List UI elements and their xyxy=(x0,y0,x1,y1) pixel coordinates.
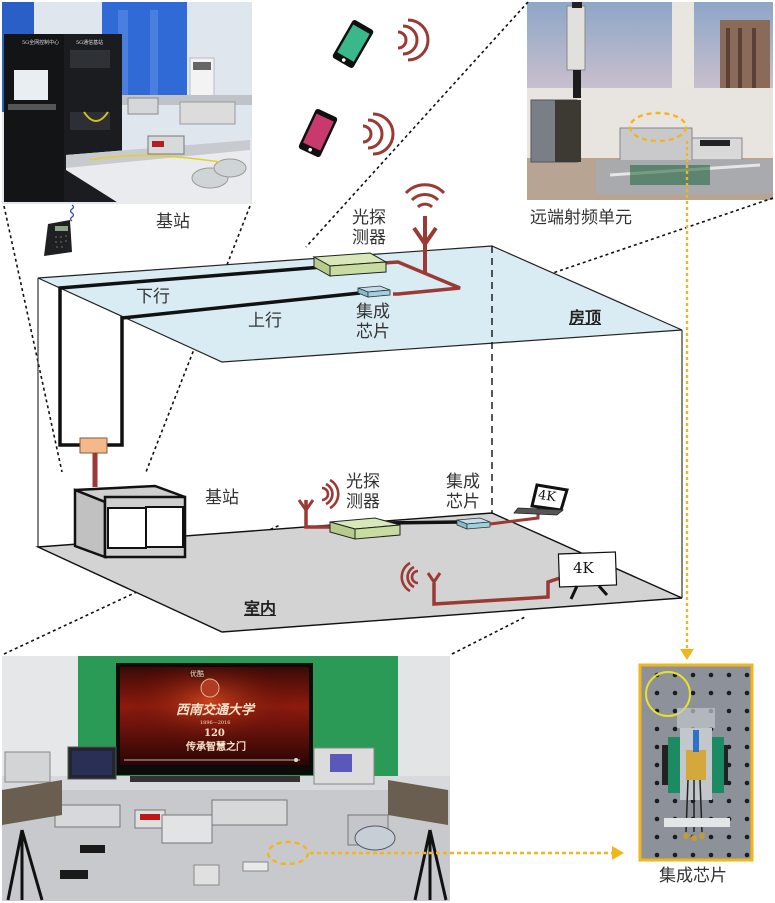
base-station-photo: 5G全网控制中心 5G通信基站 xyxy=(2,2,252,204)
rack-header-right: 5G通信基站 xyxy=(76,39,103,46)
uplink-fiber xyxy=(106,291,361,447)
yellow-link-arrows xyxy=(310,141,694,860)
base-station-photo-caption: 基站 xyxy=(156,212,190,232)
roof-chip-label: 集成 芯片 xyxy=(356,302,390,342)
indoor-rx-antenna xyxy=(297,478,340,529)
indoor-tx-antenna xyxy=(400,561,561,606)
tv-anniversary: 120 xyxy=(204,728,225,739)
base-station-cabinet xyxy=(73,484,187,559)
indoor-chip-label: 集成 芯片 xyxy=(446,472,480,512)
phone-green-icon xyxy=(332,20,374,68)
downlink-fiber xyxy=(58,265,323,447)
building-box xyxy=(35,245,683,633)
lab-chip-highlight xyxy=(266,840,310,866)
signal-waves-icon xyxy=(321,478,340,510)
roof-rf-chain xyxy=(382,183,461,296)
rru-photo xyxy=(527,2,773,200)
tv-4k-icon xyxy=(557,551,618,600)
antenna-waves-icon xyxy=(404,183,446,209)
indoor-fiber xyxy=(384,520,461,525)
indoor-chip xyxy=(456,517,491,530)
tv-4k-label: 4K xyxy=(573,559,594,577)
rru-chip-highlight xyxy=(628,111,688,143)
indoor-label: 室内 xyxy=(244,599,277,618)
rru-photo-caption: 远端射频单元 xyxy=(530,208,632,228)
roof-photodetector xyxy=(312,252,388,277)
arrow-right-icon xyxy=(612,846,624,860)
laptop-4k-label: 4K xyxy=(537,487,557,506)
roof-label: 房顶 xyxy=(569,308,602,327)
tv-years: 1896—2016 xyxy=(200,720,230,726)
base-station-label: 基站 xyxy=(205,488,239,508)
tv-slogan: 传承智慧之门 xyxy=(185,740,246,753)
indoor-demo-photo: 优酷 西南交通大学 1896—2016 120 传承智慧之门 xyxy=(2,656,450,901)
arrow-down-icon xyxy=(680,649,694,660)
phone-pink-icon xyxy=(298,108,338,158)
roof-chip xyxy=(357,285,391,298)
tv-logo: 优酷 xyxy=(190,669,204,678)
desk-phone-icon xyxy=(44,204,75,256)
chip-photo-caption: 集成芯片 xyxy=(659,866,727,886)
fiber-links xyxy=(58,265,461,525)
laptop-4k-icon xyxy=(513,483,569,516)
signal-waves-icon xyxy=(400,561,419,593)
indoor-photodetector-label: 光探 测器 xyxy=(346,472,380,512)
signal-waves-icon xyxy=(397,18,430,62)
indoor-photodetector xyxy=(329,517,401,540)
rack-header-left: 5G全网控制中心 xyxy=(22,39,59,46)
splitter-box xyxy=(79,437,108,487)
chip-photo xyxy=(638,663,754,862)
tv-title: 西南交通大学 xyxy=(176,702,256,718)
downlink-label: 下行 xyxy=(136,287,170,307)
signal-waves-icon xyxy=(362,112,395,156)
roof-photodetector-label: 光探 测器 xyxy=(352,208,386,248)
uplink-label: 上行 xyxy=(248,311,282,331)
